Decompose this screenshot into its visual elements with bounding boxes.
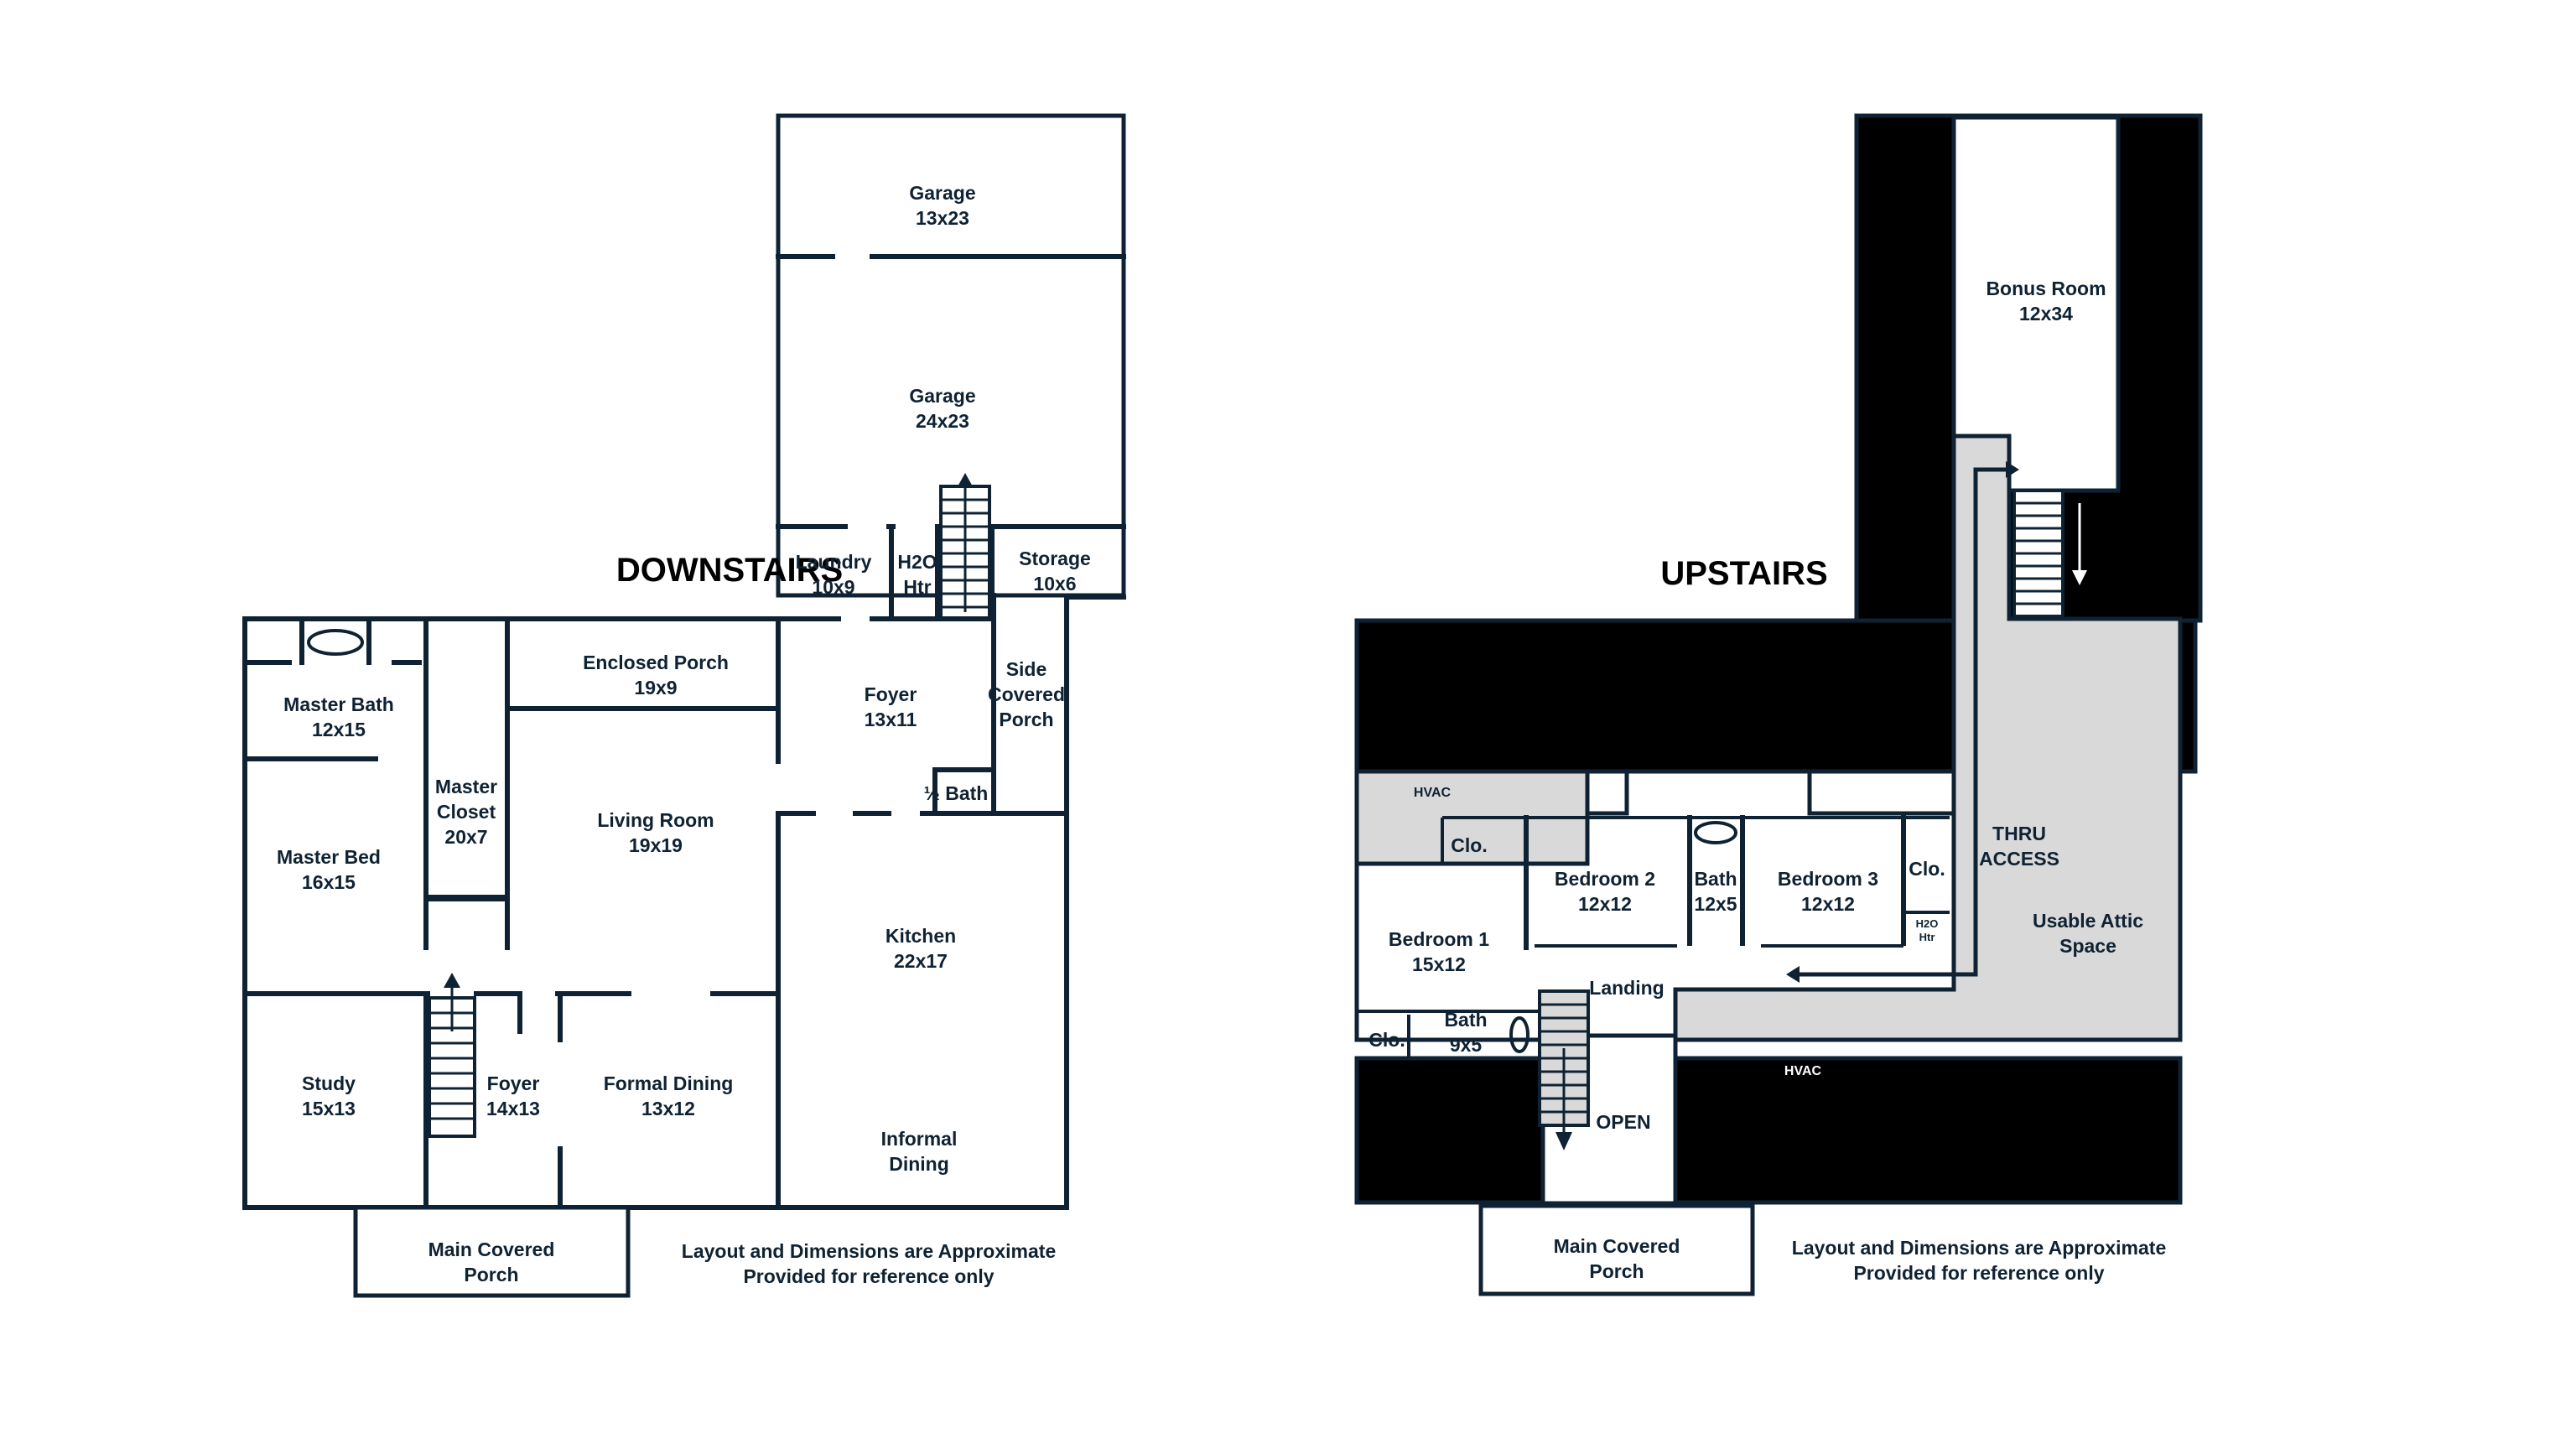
garage-top-label: Garage bbox=[909, 182, 975, 204]
formal-dining-size: 13x12 bbox=[641, 1098, 695, 1119]
landing-label: Landing bbox=[1589, 977, 1664, 999]
thru-access-path bbox=[1800, 467, 2006, 977]
bedroom3-label: Bedroom 3 bbox=[1778, 868, 1878, 890]
garage-main-size: 24x23 bbox=[916, 410, 969, 432]
usable-attic-label-1: Usable Attic bbox=[2033, 910, 2143, 932]
informal-dining-label-1: Informal bbox=[881, 1128, 958, 1150]
open-label: OPEN bbox=[1596, 1111, 1650, 1133]
master-closet-label-2: Closet bbox=[437, 801, 496, 823]
downstairs-title: DOWNSTAIRS bbox=[616, 552, 843, 589]
upstairs-note-1: Layout and Dimensions are Approximate bbox=[1792, 1237, 2166, 1259]
downstairs-note-2: Provided for reference only bbox=[743, 1265, 994, 1287]
main-porch-down bbox=[353, 1205, 631, 1298]
upstairs-note-2: Provided for reference only bbox=[1853, 1262, 2104, 1284]
laundry-label: Laundry bbox=[796, 551, 872, 573]
side-porch-label-3: Porch bbox=[999, 709, 1053, 730]
tub-icon bbox=[307, 629, 364, 656]
h2o-up-label: H2O bbox=[1916, 917, 1939, 930]
informal-dining-label-2: Dining bbox=[889, 1153, 949, 1175]
htr-up-label: Htr bbox=[1919, 931, 1935, 943]
living-room-size: 19x19 bbox=[629, 834, 683, 856]
bonus-room-label: Bonus Room bbox=[1986, 278, 2106, 299]
downstairs-note-1: Layout and Dimensions are Approximate bbox=[682, 1240, 1056, 1262]
toilet-icon bbox=[1509, 1016, 1530, 1053]
upstairs-main-stairs bbox=[1538, 989, 1590, 1150]
downstairs-plan: DOWNSTAIRS Garage 13x23 Garage 24x23 Lau… bbox=[242, 113, 1126, 1298]
upstairs-title: UPSTAIRS bbox=[1660, 555, 1827, 592]
half-bath-label: ½ Bath bbox=[924, 782, 989, 804]
foyer-main-label: Foyer bbox=[487, 1072, 540, 1094]
bath-mid-label: Bath bbox=[1694, 868, 1737, 890]
foyer-side-size: 13x11 bbox=[865, 709, 917, 730]
h2o-label: H2O bbox=[897, 551, 937, 573]
master-closet-label-1: Master bbox=[435, 776, 497, 797]
living-room-label: Living Room bbox=[597, 809, 714, 831]
storage-size: 10x6 bbox=[1033, 573, 1076, 595]
bedroom2-label: Bedroom 2 bbox=[1555, 868, 1655, 890]
bath-small-size: 9x5 bbox=[1450, 1034, 1483, 1056]
enclosed-porch-label: Enclosed Porch bbox=[583, 652, 729, 673]
main-porch-up-label-1: Main Covered bbox=[1554, 1235, 1680, 1257]
foyer-main-size: 14x13 bbox=[486, 1098, 540, 1119]
kitchen-label: Kitchen bbox=[886, 925, 956, 947]
bedroom1-label: Bedroom 1 bbox=[1389, 928, 1489, 950]
closet-b-label: Clo. bbox=[1909, 858, 1945, 880]
thru-label: THRU bbox=[1992, 823, 2046, 844]
master-bed-size: 16x15 bbox=[302, 871, 356, 893]
side-porch-label-1: Side bbox=[1006, 658, 1047, 680]
usable-attic-label-2: Space bbox=[2059, 935, 2116, 957]
hvac-top-label: HVAC bbox=[1414, 786, 1452, 800]
main-porch-down-label-1: Main Covered bbox=[428, 1239, 555, 1260]
upstairs-plan: UPSTAIRS Bonus Room 12x34 HVAC Clo. Bedr… bbox=[1354, 113, 2203, 1296]
bath-small-label: Bath bbox=[1444, 1009, 1487, 1031]
bath-mid-size: 12x5 bbox=[1694, 893, 1737, 915]
master-bed-label: Master Bed bbox=[277, 846, 381, 868]
side-porch-label-2: Covered bbox=[988, 683, 1065, 705]
garage-top-size: 13x23 bbox=[916, 207, 969, 229]
garage-main-label: Garage bbox=[909, 385, 975, 407]
foyer-side-label: Foyer bbox=[865, 683, 917, 705]
study-label: Study bbox=[302, 1072, 356, 1094]
main-house-outline bbox=[242, 595, 1069, 1210]
master-bath-size: 12x15 bbox=[312, 719, 366, 740]
bedroom2-size: 12x12 bbox=[1578, 893, 1632, 915]
laundry-size: 10x9 bbox=[812, 576, 854, 598]
bedroom3-size: 12x12 bbox=[1801, 893, 1855, 915]
hvac-bottom-label: HVAC bbox=[1784, 1064, 1822, 1078]
study-size: 15x13 bbox=[302, 1098, 356, 1119]
enclosed-porch-size: 19x9 bbox=[634, 677, 677, 699]
closet-a-label: Clo. bbox=[1451, 834, 1487, 856]
main-porch-up-label-2: Porch bbox=[1589, 1260, 1644, 1282]
master-bath-label: Master Bath bbox=[283, 693, 394, 715]
access-label: ACCESS bbox=[1979, 848, 2059, 870]
bonus-room bbox=[1951, 115, 2121, 493]
kitchen-size: 22x17 bbox=[894, 950, 948, 972]
htr-label: Htr bbox=[903, 576, 931, 598]
bedroom1-size: 15x12 bbox=[1412, 953, 1466, 975]
bath-tub-icon bbox=[1694, 821, 1737, 844]
bonus-room-size: 12x34 bbox=[2019, 303, 2073, 325]
attic-stairs bbox=[2012, 489, 2087, 618]
main-porch-up bbox=[1478, 1203, 1755, 1296]
half-bath-wall bbox=[932, 767, 996, 816]
closet-c-label: Clo. bbox=[1368, 1029, 1405, 1051]
garage-stairs bbox=[939, 473, 991, 621]
main-stairs bbox=[428, 973, 476, 1138]
storage-label: Storage bbox=[1019, 548, 1091, 569]
master-closet-size: 20x7 bbox=[444, 826, 487, 848]
formal-dining-label: Formal Dining bbox=[604, 1072, 734, 1094]
main-porch-down-label-2: Porch bbox=[464, 1264, 518, 1285]
